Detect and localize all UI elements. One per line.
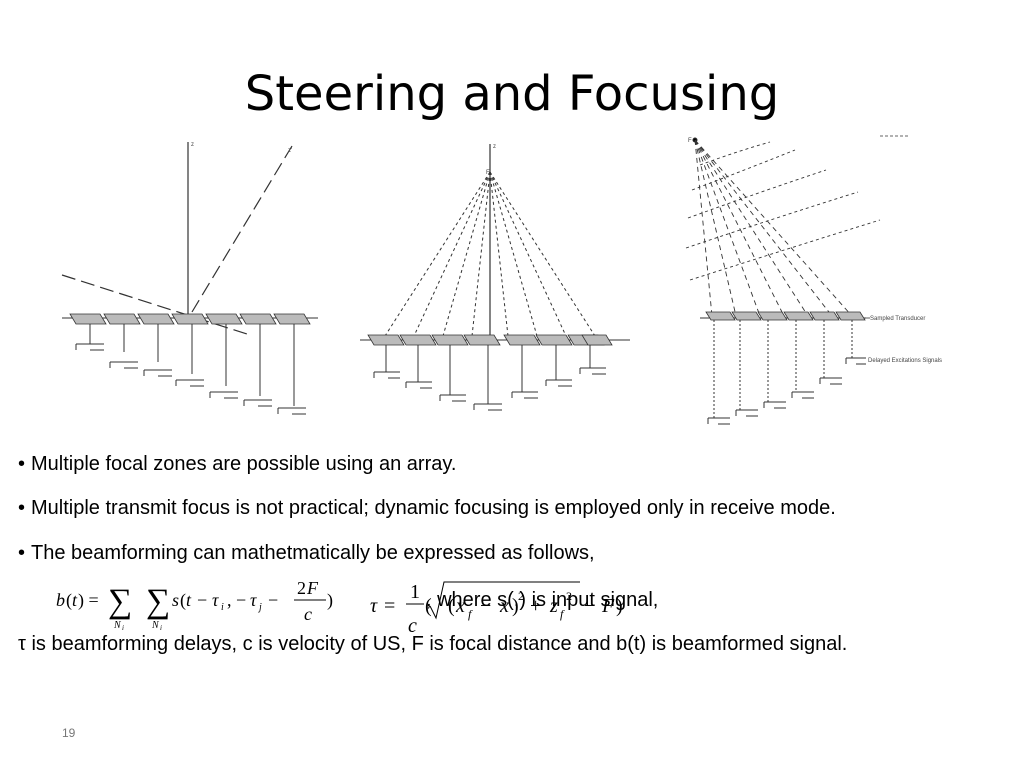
svg-text:N: N — [151, 620, 160, 631]
svg-text:τ: τ — [370, 595, 378, 617]
svg-text:−: − — [480, 595, 491, 617]
svg-text:−: − — [197, 590, 207, 610]
svg-text:j: j — [257, 602, 262, 613]
svg-text:2: 2 — [518, 589, 524, 603]
delayed-excitations-label: Delayed Excitations Signals — [868, 358, 942, 364]
bullet-transmit-focus: •Multiple transmit focus is not practica… — [18, 496, 836, 520]
svg-text:∑: ∑ — [108, 583, 132, 620]
bullet-beamforming-expression: •The beamforming can mathetmatically be … — [18, 541, 595, 565]
delay-equation: τ = 1 c ( ( x f − x ) 2 + z f 2 − F ) — [370, 581, 623, 637]
svg-text:x: x — [455, 595, 465, 617]
svg-text:c: c — [304, 604, 312, 624]
svg-text:i: i — [122, 624, 124, 632]
svg-text:+: + — [530, 595, 541, 617]
focal-point-label-right: F — [688, 138, 692, 144]
svg-text:c: c — [408, 615, 417, 637]
bullet-focal-zones: •Multiple focal zones are possible using… — [18, 452, 456, 476]
sampled-transducer-label: Sampled Transducer — [870, 316, 925, 322]
z-prime-axis-label: z' — [288, 148, 292, 154]
slide-title: Steering and Focusing — [244, 66, 780, 122]
svg-text:): ) — [512, 595, 519, 617]
svg-text:) =: ) = — [78, 590, 99, 611]
svg-text:t: t — [72, 590, 78, 610]
beamformed-signal-equation: b ( t ) = ∑ N i ∑ N i s ( t − τ i , − τ … — [56, 578, 333, 632]
svg-text:x: x — [499, 595, 509, 617]
focal-point-label-center: F — [486, 170, 490, 176]
page-number: 19 — [62, 726, 76, 740]
z-axis-label-center: z — [493, 144, 496, 150]
bullet-text: Multiple transmit focus is not practical… — [31, 497, 836, 519]
bullet-marker: • — [18, 542, 26, 564]
bullet-marker: • — [18, 453, 26, 475]
svg-text:F: F — [306, 578, 319, 598]
definitions-line: τ is beamforming delays, c is velocity o… — [18, 633, 848, 655]
array-diagrams-figure: z z' — [61, 135, 942, 425]
focusing-diagram: z F — [360, 144, 630, 411]
bullet-marker: • — [18, 497, 26, 519]
svg-text:(: ( — [448, 595, 455, 617]
svg-text:τ: τ — [250, 590, 257, 610]
svg-text:t: t — [186, 590, 192, 610]
bullet-text: Multiple focal zones are possible using … — [31, 453, 457, 475]
z-axis-label: z — [191, 142, 194, 148]
svg-text:N: N — [113, 620, 122, 631]
svg-text:,: , — [227, 590, 232, 610]
svg-text:f: f — [468, 607, 473, 621]
svg-text:−: − — [584, 595, 595, 617]
svg-text:b: b — [56, 590, 65, 610]
svg-text:): ) — [616, 595, 623, 617]
equation-note: , where s(.) is input signal, — [426, 589, 659, 611]
svg-text:(: ( — [66, 590, 72, 611]
beamforming-equations: b ( t ) = ∑ N i ∑ N i s ( t − τ i , − τ … — [0, 572, 1024, 642]
svg-text:z: z — [549, 595, 558, 617]
svg-text:s: s — [172, 590, 179, 610]
svg-text:−: − — [236, 590, 246, 610]
svg-text:(: ( — [180, 590, 186, 611]
svg-text:τ: τ — [212, 590, 219, 610]
steering-focusing-diagram: F Sampled Transducer Delayed Excitations… — [685, 135, 942, 425]
svg-text:−: − — [268, 590, 278, 610]
svg-text:f: f — [560, 607, 565, 621]
svg-text:): ) — [327, 590, 333, 611]
svg-text:F: F — [601, 595, 615, 617]
svg-text:∑: ∑ — [146, 583, 170, 620]
svg-text:2: 2 — [297, 578, 306, 598]
svg-text:i: i — [221, 602, 224, 613]
svg-text:(: ( — [425, 595, 432, 617]
bullet-text: The beamforming can mathetmatically be e… — [31, 542, 595, 564]
svg-text:2: 2 — [566, 589, 572, 603]
steering-diagram: z z' — [61, 142, 318, 415]
svg-text:=: = — [384, 595, 395, 617]
svg-text:1: 1 — [410, 581, 420, 603]
svg-text:i: i — [160, 624, 162, 632]
